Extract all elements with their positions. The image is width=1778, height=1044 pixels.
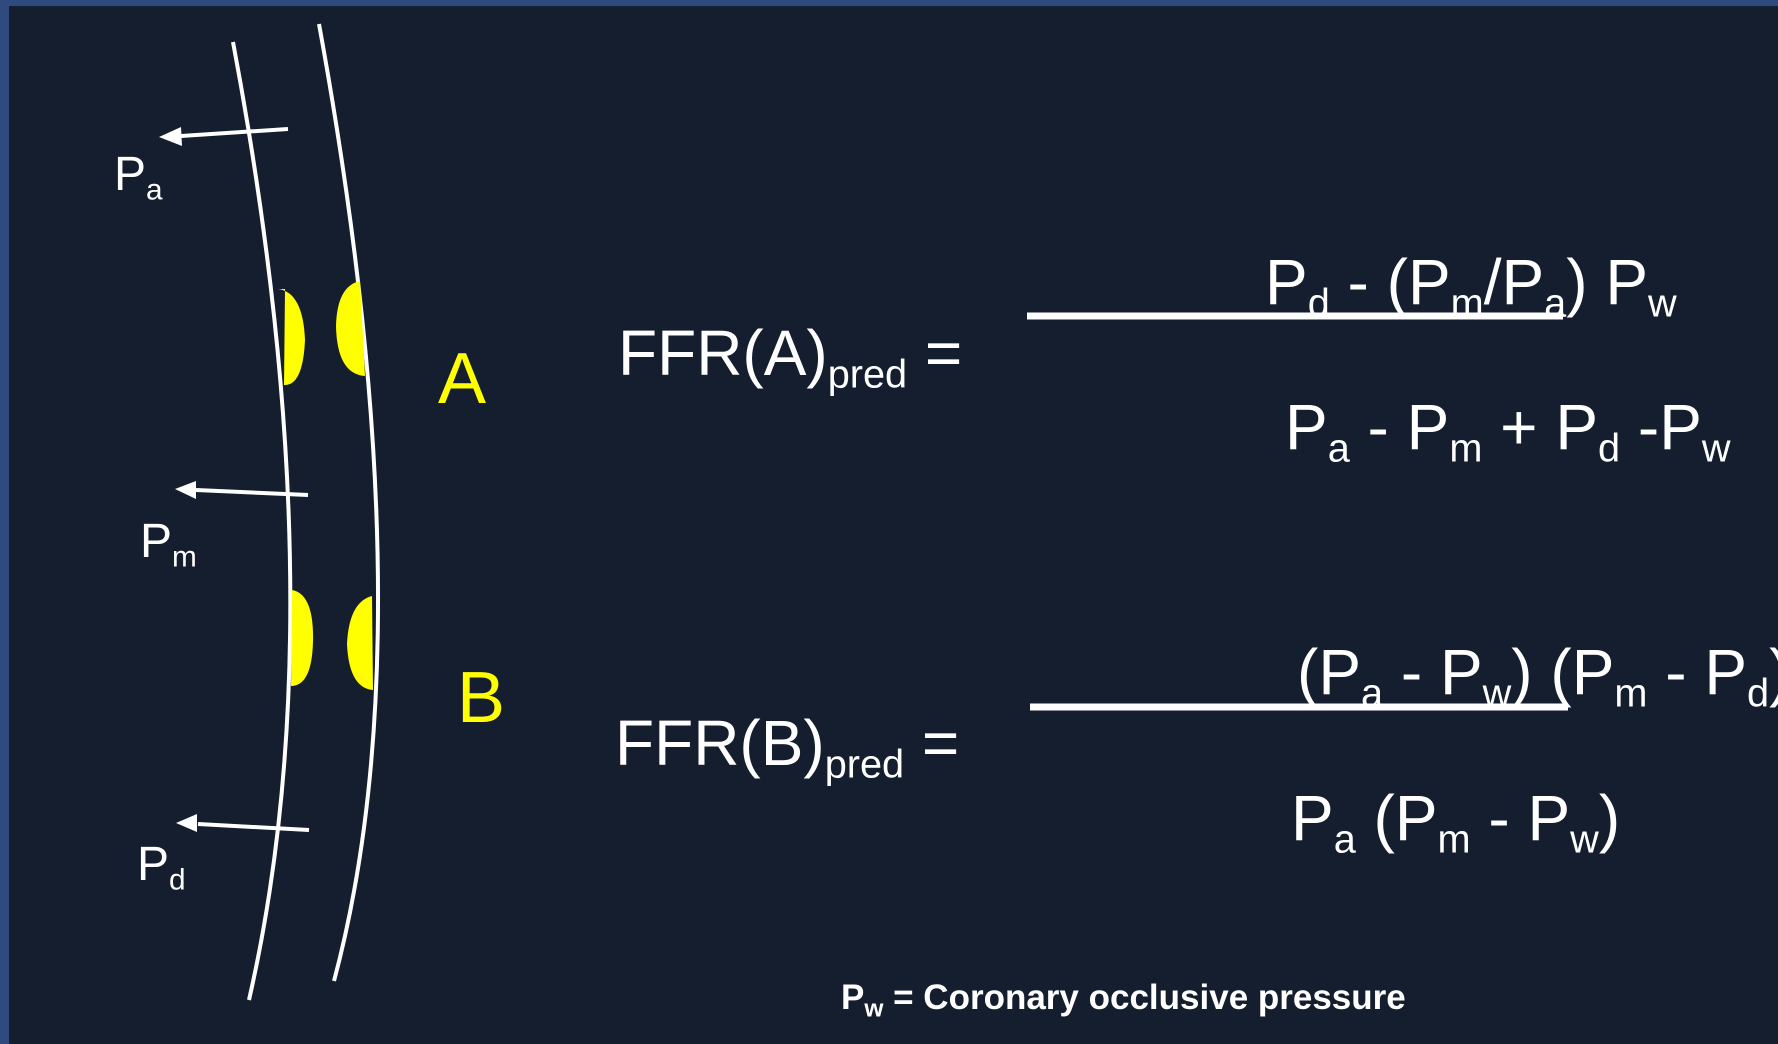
equation-subscript: w <box>1701 426 1731 471</box>
equation-text: (P <box>1297 636 1361 708</box>
equation-subscript: a <box>1333 817 1356 862</box>
pressure-label-pm: Pm <box>140 515 197 574</box>
equation-text: ) <box>1769 636 1778 708</box>
stenosis-b-plaque-outer <box>347 596 373 690</box>
stenosis-a-plaque-outer <box>336 281 365 376</box>
footnote: Pw = Coronary occlusive pressure <box>841 978 1406 1023</box>
stenosis-b-plaque-inner <box>291 590 314 686</box>
equation-text: P <box>1265 246 1308 318</box>
slide: Pa Pm Pd A B FFR(A)pred = Pd - (Pm/Pa) P… <box>9 6 1778 1044</box>
equation-text: - P <box>1470 782 1571 854</box>
equation-subscript: w <box>1482 671 1512 716</box>
pa-arrow-line <box>180 127 289 138</box>
equation-text: (P <box>1355 782 1438 854</box>
equation-text: - (P <box>1329 246 1451 318</box>
equation-text: ) (P <box>1511 636 1615 708</box>
equation-text: ) <box>1598 782 1621 854</box>
stenosis-a-plaque-inner <box>278 289 305 386</box>
equation-text: P <box>1291 782 1334 854</box>
equation-a-denominator: Pa - Pm + Pd -Pw <box>1285 395 1731 469</box>
vessel-outer-wall <box>317 23 381 982</box>
equation-text: - P <box>1383 636 1483 708</box>
equation-subscript: w <box>1648 281 1677 326</box>
stenosis-label-b: B <box>457 658 506 738</box>
equation-subscript: m <box>1614 671 1648 716</box>
pa-arrowhead <box>159 127 182 146</box>
pd-arrowhead <box>176 814 197 832</box>
equation-subscript: d <box>1598 426 1621 471</box>
equation-subscript: m <box>1437 817 1471 862</box>
pm-arrowhead <box>175 481 196 499</box>
equation-text: - P <box>1349 391 1450 463</box>
equation-text: - P <box>1647 636 1748 708</box>
equation-subscript: a <box>1361 671 1384 716</box>
equation-b-denominator: Pa (Pm - Pw) <box>1291 786 1620 860</box>
equation-subscript: a <box>1327 426 1350 471</box>
equation-b-numerator: (Pa - Pw) (Pm - Pd) <box>1297 640 1778 714</box>
equation-subscript: m <box>1450 281 1484 326</box>
equation-text: + P <box>1482 391 1599 463</box>
equation-subscript: d <box>1747 671 1770 716</box>
equation-text: ) P <box>1566 246 1649 318</box>
equation-subscript: d <box>1307 281 1330 326</box>
pressure-label-pa: Pa <box>114 148 163 207</box>
equation-text: P <box>1285 391 1328 463</box>
stenosis-label-a: A <box>438 339 487 419</box>
pd-arrow-line <box>197 822 310 832</box>
vessel-inner-wall <box>231 41 293 1001</box>
equation-subscript: m <box>1449 426 1483 471</box>
equation-subscript: w <box>1570 817 1599 862</box>
equation-a-lhs: FFR(A)pred = <box>618 317 963 397</box>
equation-subscript: a <box>1544 281 1567 326</box>
pm-arrow-line <box>195 488 309 497</box>
equation-text: /P <box>1483 246 1545 318</box>
equation-text: -P <box>1620 391 1702 463</box>
vessel-diagram <box>159 23 1568 1001</box>
equation-a-numerator: Pd - (Pm/Pa) Pw <box>1265 250 1677 324</box>
equation-b-lhs: FFR(B)pred = <box>615 707 960 787</box>
pressure-label-pd: Pd <box>137 838 186 897</box>
